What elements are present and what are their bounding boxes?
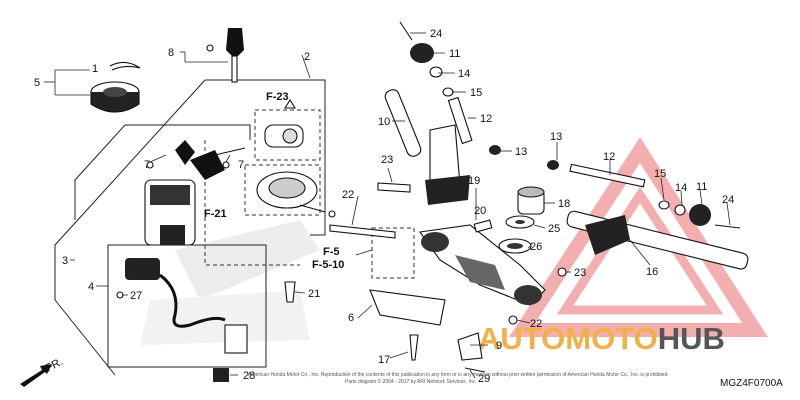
part-handlebar-left — [384, 89, 470, 205]
copyright-line-2: Parts diagram © 2004 - 2017 by ARI Netwo… — [345, 378, 477, 385]
callout-28: 28 — [243, 370, 255, 382]
callout-29: 29 — [478, 373, 490, 385]
callout-19: 19 — [468, 175, 480, 187]
part-upper-stack-left — [399, 21, 501, 155]
part-key — [206, 28, 244, 83]
part-stay-9 — [457, 332, 483, 361]
callout-14b: 14 — [675, 182, 687, 194]
watermark-triangle — [509, 137, 768, 337]
part-bolt-23-right — [557, 267, 567, 277]
part-bolt-17 — [409, 334, 419, 361]
part-switch-harness — [116, 258, 248, 354]
callout-7a: 7 — [144, 159, 150, 171]
part-washer-25 — [505, 215, 535, 229]
callout-11a: 11 — [449, 48, 460, 60]
part-handlebar-right — [566, 210, 749, 270]
part-triple-clamp — [419, 224, 546, 306]
callout-9: 9 — [496, 340, 502, 352]
diagram-code: MGZ4F0700A — [720, 378, 783, 389]
callout-21: 21 — [308, 288, 320, 300]
part-fuel-cap — [256, 171, 336, 218]
part-bolt-21 — [284, 281, 296, 303]
callout-2: 2 — [304, 51, 310, 63]
callout-13a: 13 — [515, 146, 527, 158]
watermark-middle: MOTO — [565, 321, 657, 356]
callout-20: 20 — [474, 205, 486, 217]
part-ring-bezel — [90, 81, 140, 113]
frames — [54, 79, 415, 376]
callout-18: 18 — [558, 198, 570, 210]
callout-13b: 13 — [550, 131, 562, 143]
callout-6: 6 — [348, 312, 354, 324]
ref-f23: F-23 — [266, 91, 289, 103]
callout-8: 8 — [168, 47, 174, 59]
part-washer-26 — [498, 238, 532, 254]
part-plate-20 — [473, 219, 493, 233]
callout-12b: 12 — [603, 151, 615, 163]
watermark-suffix: HUB — [658, 321, 725, 356]
part-bolt-22-right — [508, 315, 518, 325]
callout-7b: 7 — [238, 159, 244, 171]
ref-f510: F-5-10 — [312, 259, 344, 271]
part-lock-cylinder — [264, 98, 304, 148]
svg-text:AUTOMOTOHUB: AUTOMOTOHUB — [478, 321, 725, 356]
copyright-line-1: American Honda Motor Co., Inc. Reproduct… — [248, 372, 669, 378]
front-arrow: FR. — [20, 356, 65, 387]
part-bolt-22 — [329, 224, 396, 239]
callout-23b: 23 — [574, 267, 586, 279]
honda-wing-pattern — [140, 220, 320, 345]
part-clip — [109, 61, 141, 71]
part-upper-stack-right — [547, 160, 741, 229]
front-label: FR. — [44, 356, 65, 375]
part-nut-18 — [517, 186, 545, 215]
callout-10: 10 — [378, 116, 390, 128]
callout-1: 1 — [92, 63, 98, 75]
watermark-prefix: AUTO — [478, 321, 565, 356]
callout-24a: 24 — [430, 28, 442, 40]
part-numbers: 1 2 3 4 5 6 7 7 8 9 10 11 11 12 12 13 13… — [34, 28, 734, 385]
callout-5: 5 — [34, 77, 40, 89]
callout-15b: 15 — [654, 168, 666, 180]
callout-4: 4 — [88, 281, 94, 293]
part-block-28 — [213, 368, 229, 382]
callout-16: 16 — [646, 266, 658, 278]
callout-12a: 12 — [480, 113, 492, 125]
callout-24b: 24 — [722, 194, 734, 206]
callout-14a: 14 — [458, 68, 470, 80]
callout-22b: 22 — [530, 318, 542, 330]
leader-lines — [44, 32, 731, 379]
callout-11b: 11 — [696, 181, 707, 193]
callout-22a: 22 — [342, 189, 354, 201]
callout-3: 3 — [62, 255, 68, 267]
part-bolt-23 — [377, 182, 411, 193]
callout-25: 25 — [548, 223, 560, 235]
part-bracket-6 — [369, 289, 446, 326]
callout-17: 17 — [378, 354, 390, 366]
ref-f21: F-21 — [204, 208, 227, 220]
callout-27: 27 — [130, 290, 142, 302]
part-bolt-29 — [464, 367, 486, 373]
callout-26: 26 — [530, 241, 542, 253]
callout-15a: 15 — [470, 87, 482, 99]
ref-f5: F-5 — [323, 246, 340, 258]
part-ignition-switch — [144, 140, 246, 246]
callout-23a: 23 — [381, 154, 393, 166]
